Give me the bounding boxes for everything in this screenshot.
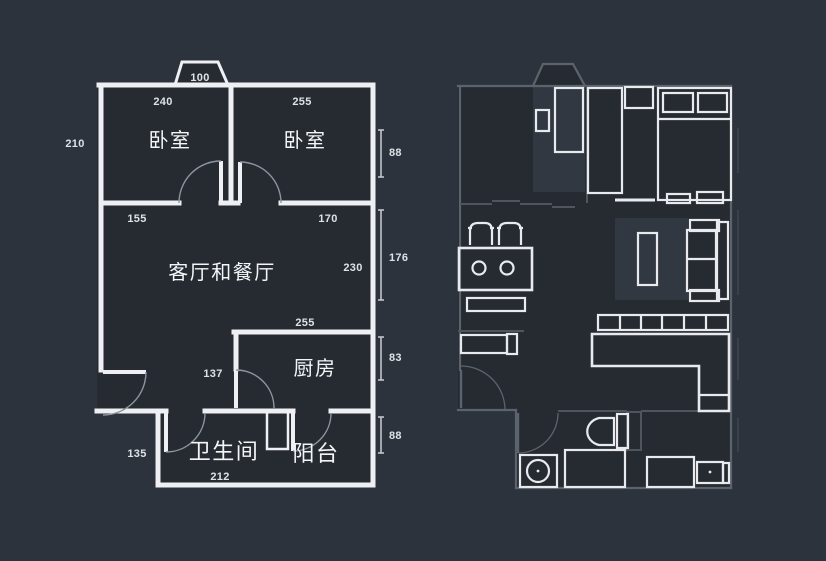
plate-2 <box>499 260 515 276</box>
toilet-tank <box>615 412 630 450</box>
rug <box>615 218 688 300</box>
entry-bump-fill <box>175 62 228 85</box>
wardrobe-1 <box>553 86 585 154</box>
kitchen-door-arc <box>235 369 275 409</box>
dim-bedroom1-top: 240 <box>153 96 172 108</box>
washer-body <box>518 453 559 489</box>
label-balcony: 阳台 <box>292 441 339 466</box>
bed-frame <box>656 86 733 202</box>
plate-1 <box>471 260 487 276</box>
nightstand-small <box>534 108 551 133</box>
vanity <box>563 448 627 489</box>
r-bathroom-arc <box>517 412 559 454</box>
dimline-176 <box>378 209 384 301</box>
bed-runner-1 <box>665 192 692 205</box>
coffee-table <box>636 231 659 287</box>
dining-set <box>457 221 534 313</box>
toilet-bowl <box>586 416 616 447</box>
tv-stand-side <box>505 332 519 356</box>
dim-bedroom2-top: 255 <box>292 96 311 108</box>
entrance-door-arc <box>102 371 147 416</box>
bedroom2-door-arc <box>239 161 282 204</box>
pillow-2 <box>696 91 729 114</box>
dim-bathroom-bottom: 212 <box>210 471 229 483</box>
dimline-88-bottom <box>378 416 384 454</box>
right-furniture <box>457 85 733 489</box>
entry-bump-outline <box>172 60 231 87</box>
kitchen-counter-outline <box>590 332 731 413</box>
left-labels: 100 240 255 210 155 170 230 255 137 135 … <box>65 72 408 483</box>
sofa <box>685 218 730 303</box>
dim-left-height: 210 <box>65 138 84 150</box>
tv-stand <box>459 332 519 356</box>
sink-dot <box>708 470 712 474</box>
dim-entry-side: 135 <box>127 448 146 460</box>
label-bedroom2: 卧室 <box>284 129 327 152</box>
dimline-88-top <box>378 129 384 178</box>
left-dimension-lines <box>378 129 384 454</box>
dimline-83 <box>378 336 384 381</box>
left-doors <box>102 160 332 453</box>
bedroom1-door <box>178 160 223 204</box>
closet-shade <box>533 86 585 192</box>
bench <box>465 296 527 313</box>
washer-dot <box>536 469 540 473</box>
dim-kitchen-top: 255 <box>295 317 314 329</box>
bathroom-door-arc <box>165 412 206 453</box>
bedroom1-door-arc <box>178 160 222 204</box>
dim-window-bedroom2: 88 <box>389 147 402 159</box>
balcony-door <box>291 412 332 452</box>
sofa-seat <box>685 228 718 293</box>
left-floor-fill <box>97 62 375 487</box>
left-floorplan: 100 240 255 210 155 170 230 255 137 135 … <box>65 60 408 488</box>
dim-bedroom1-bottom: 155 <box>127 213 146 225</box>
label-bathroom: 卫生间 <box>189 439 260 464</box>
balcony-counter <box>645 455 731 489</box>
balcony-counter-body <box>645 455 696 489</box>
washing-machine <box>518 453 559 489</box>
right-floorplan <box>456 62 739 490</box>
toilet <box>586 412 630 450</box>
label-living: 客厅和餐厅 <box>168 261 276 284</box>
sideboard <box>596 313 730 332</box>
kitchen-counter <box>590 332 731 413</box>
right-floor-fill <box>458 64 731 488</box>
pillow-1 <box>661 91 695 114</box>
bath-balcony-stub <box>265 409 290 451</box>
wardrobe-2 <box>586 86 624 195</box>
dim-entry-bump: 100 <box>190 72 209 84</box>
dim-window-balcony: 88 <box>389 430 402 442</box>
double-bed <box>656 86 733 205</box>
dining-table <box>457 246 534 292</box>
label-kitchen: 厨房 <box>294 357 337 380</box>
r-entrance-arc <box>460 365 506 411</box>
bathroom-door <box>164 412 206 453</box>
strip-floor-fill <box>155 410 375 487</box>
right-bump-fill <box>533 64 585 86</box>
nightstand-2 <box>623 85 655 110</box>
kitchen-door <box>234 369 275 409</box>
bedroom2-door <box>238 161 282 204</box>
dim-bedroom2-bottom: 170 <box>318 213 337 225</box>
washer-drum <box>525 458 551 484</box>
r-bump-outline <box>531 62 587 88</box>
entrance-door <box>102 370 147 416</box>
dim-living-right: 230 <box>343 262 362 274</box>
balcony-door-arc <box>292 412 332 452</box>
dim-kitchen-door: 137 <box>203 368 222 380</box>
label-bedroom1: 卧室 <box>149 129 192 152</box>
balcony-sink-step <box>721 461 731 485</box>
sideboard-dividers <box>618 315 708 330</box>
chair-1 <box>468 221 494 245</box>
dim-window-living: 176 <box>389 252 408 264</box>
chair-2 <box>497 221 523 245</box>
bed-runner-2 <box>695 190 725 205</box>
right-doors <box>459 365 559 454</box>
dim-window-kitchen: 83 <box>389 352 402 364</box>
